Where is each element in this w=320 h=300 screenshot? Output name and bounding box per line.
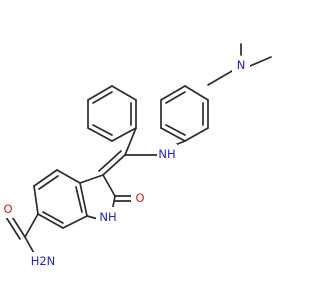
carboxamide-group — [5, 213, 39, 256]
molecule-structure: N NH O NH O H2N — [0, 43, 272, 270]
benzo-double-2 — [42, 211, 64, 224]
bond-cexo-c3-a — [102, 154, 126, 176]
aniline-double-1 — [165, 91, 186, 104]
amide-co-b — [5, 216, 21, 240]
label-bg-n — [232, 56, 250, 74]
atom-labels: N NH O NH O H2N — [0, 56, 250, 270]
aniline-bond-2 — [184, 85, 209, 101]
aniline-ring — [160, 85, 209, 142]
bond-cexo-c3-b — [98, 150, 122, 172]
benzo-bond-2 — [56, 169, 81, 184]
benzo-bond-1 — [79, 182, 88, 217]
benzo-double-1 — [38, 175, 59, 190]
benzo-bond-6 — [62, 215, 88, 229]
lactam-nh-label: NH — [99, 210, 116, 224]
amide-o-label: O — [3, 202, 12, 216]
benzo-double-3 — [75, 186, 83, 213]
label-bg-lactam-nh — [96, 207, 120, 227]
label-bg-amide-n — [28, 252, 58, 270]
amide-co-a — [10, 214, 26, 238]
phenyl-double-1 — [92, 91, 113, 104]
bond-ring-camide — [24, 213, 39, 238]
benzo-bond-3 — [33, 169, 58, 187]
enamine-nh-label: NH — [158, 147, 175, 161]
structure-canvas: N NH O NH O H2N — [0, 43, 272, 270]
phenyl-ring — [87, 85, 137, 142]
label-bg-enamine-nh — [157, 144, 177, 164]
lactam-c3-c2 — [102, 174, 116, 197]
phenyl-double-3 — [92, 124, 113, 136]
amide-n-label: H2N — [31, 254, 56, 268]
oxo-o-label: O — [135, 191, 144, 205]
bond-ring-ch2 — [207, 70, 233, 86]
benzo-bond-4 — [33, 185, 39, 215]
bond-phenyl-cexo — [124, 127, 137, 156]
aniline-bond-5 — [160, 127, 186, 142]
bond-n-methyl-right — [249, 56, 272, 67]
lactam-c3-c3a — [79, 174, 104, 184]
phenyl-bond-4 — [111, 127, 137, 142]
phenyl-bond-2 — [111, 85, 137, 101]
aniline-bond-4 — [184, 127, 209, 142]
label-bg-amide-o — [0, 200, 16, 218]
phenyl-bond-5 — [87, 127, 113, 142]
dimethylamino-n-label: N — [237, 58, 246, 72]
phenyl-bond-1 — [87, 85, 113, 101]
aniline-double-3 — [165, 124, 186, 136]
aniline-bond-1 — [160, 85, 186, 101]
label-bg-oxo-o — [131, 189, 149, 207]
oxindole-core — [33, 169, 132, 229]
benzo-bond-5 — [37, 213, 64, 229]
